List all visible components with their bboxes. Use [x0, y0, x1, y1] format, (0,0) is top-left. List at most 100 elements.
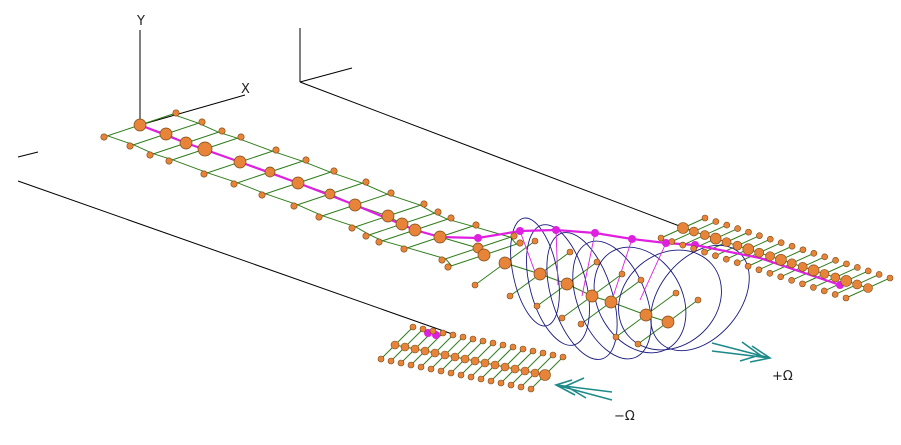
end-node: [438, 256, 446, 264]
bearing-node: [701, 248, 708, 256]
bearing-node: [427, 365, 435, 373]
bearing-shaft-node: [677, 222, 689, 234]
shaft-node: [477, 248, 491, 262]
bearing-shaft-node: [797, 262, 808, 272]
longitudinal-beam: [107, 135, 452, 267]
bearing-node: [459, 333, 467, 341]
bearing-node: [854, 264, 861, 271]
bearing-node: [777, 239, 785, 247]
minus-omega-label: −Ω: [614, 409, 635, 424]
bearing-node: [831, 291, 839, 298]
bearing-node: [788, 242, 796, 250]
shaft-node: [498, 256, 512, 270]
end-node: [362, 178, 370, 186]
deformation-link: [519, 230, 536, 273]
shaft-node: [604, 295, 618, 309]
end-node: [272, 146, 280, 154]
deformation-link: [611, 238, 633, 301]
bearing-node: [439, 329, 447, 337]
end-node: [165, 157, 173, 165]
double-arrow-left-icon: [553, 377, 613, 401]
bearing-node: [417, 363, 425, 371]
bearing-shaft-node: [819, 269, 830, 279]
bearing-node: [499, 341, 507, 349]
x-axis-label: X: [241, 82, 250, 97]
shaft-node: [381, 209, 395, 223]
bearing-node: [744, 262, 752, 270]
end-node: [218, 127, 226, 135]
bearing-node: [701, 214, 709, 222]
bearing-node: [777, 273, 785, 281]
bearing-shaft-node: [420, 346, 430, 356]
end-node: [634, 340, 642, 348]
bearing-shaft-node: [754, 247, 764, 258]
end-node: [618, 270, 626, 278]
shaft-node: [324, 188, 336, 200]
bearing-shaft-node: [460, 354, 470, 364]
support-frame-top: [299, 67, 353, 83]
orbit-ellipse: [510, 217, 560, 327]
end-node: [566, 248, 574, 256]
bearing-node: [407, 361, 415, 369]
bearing-node: [820, 287, 828, 295]
y-axis-label: Y: [136, 14, 145, 29]
bearing-shaft-node: [732, 240, 743, 251]
bearing-shaft-node: [410, 344, 420, 354]
end-node: [672, 289, 680, 297]
shaft-node: [560, 277, 574, 291]
bearing-node: [387, 357, 395, 365]
bearing-node: [397, 359, 405, 367]
shaft-node: [395, 217, 409, 231]
bearing-node: [477, 375, 485, 383]
orbit-ellipse: [618, 249, 722, 351]
shaft-node: [348, 198, 362, 212]
deformation-link: [581, 232, 596, 297]
bearing-node: [377, 355, 385, 363]
bearing-shaft-node: [500, 362, 510, 372]
bearing-shaft-node: [430, 348, 440, 358]
bearing-node: [864, 267, 872, 275]
bearing-beam: [394, 344, 546, 376]
bearing-shaft-node: [840, 275, 853, 287]
bearing-node: [875, 271, 883, 278]
end-node: [420, 200, 428, 208]
bearing-node: [799, 246, 807, 254]
bearing-node: [437, 367, 445, 375]
bearing-node: [745, 228, 752, 236]
end-node: [577, 320, 585, 328]
bearing-node: [419, 325, 427, 333]
end-node: [375, 238, 383, 246]
node-markers: [100, 109, 894, 393]
bearing-node: [479, 337, 487, 345]
bearing-node: [447, 369, 455, 377]
bearing-shaft-node: [787, 258, 797, 269]
orbit-ellipse: [572, 240, 652, 360]
frame-lines: [17, 28, 691, 336]
bearing-node: [722, 255, 730, 263]
shaft-node: [291, 176, 305, 190]
bearing-node: [799, 280, 806, 288]
bearing-node: [766, 235, 774, 243]
end-node: [146, 151, 154, 159]
end-node: [230, 180, 238, 188]
bearing-node: [497, 379, 505, 387]
end-node: [447, 214, 455, 222]
bearing-node: [679, 241, 687, 249]
bearing-node: [733, 259, 741, 267]
bearing-node: [810, 249, 818, 257]
bearing-node: [507, 381, 515, 389]
double-arrow-right-icon: [711, 341, 773, 363]
longitudinal-beam: [172, 113, 517, 245]
bearing-node: [821, 253, 829, 261]
bearing-node: [517, 383, 525, 391]
end-node: [387, 189, 395, 197]
end-node: [531, 237, 539, 245]
bearing-shaft-node: [470, 356, 480, 366]
bearing-node: [788, 277, 795, 284]
bearing-node: [755, 266, 763, 274]
end-node: [434, 208, 442, 216]
bearing-shaft-node: [742, 243, 755, 255]
x-axis: [139, 94, 246, 126]
end-node: [330, 167, 338, 175]
